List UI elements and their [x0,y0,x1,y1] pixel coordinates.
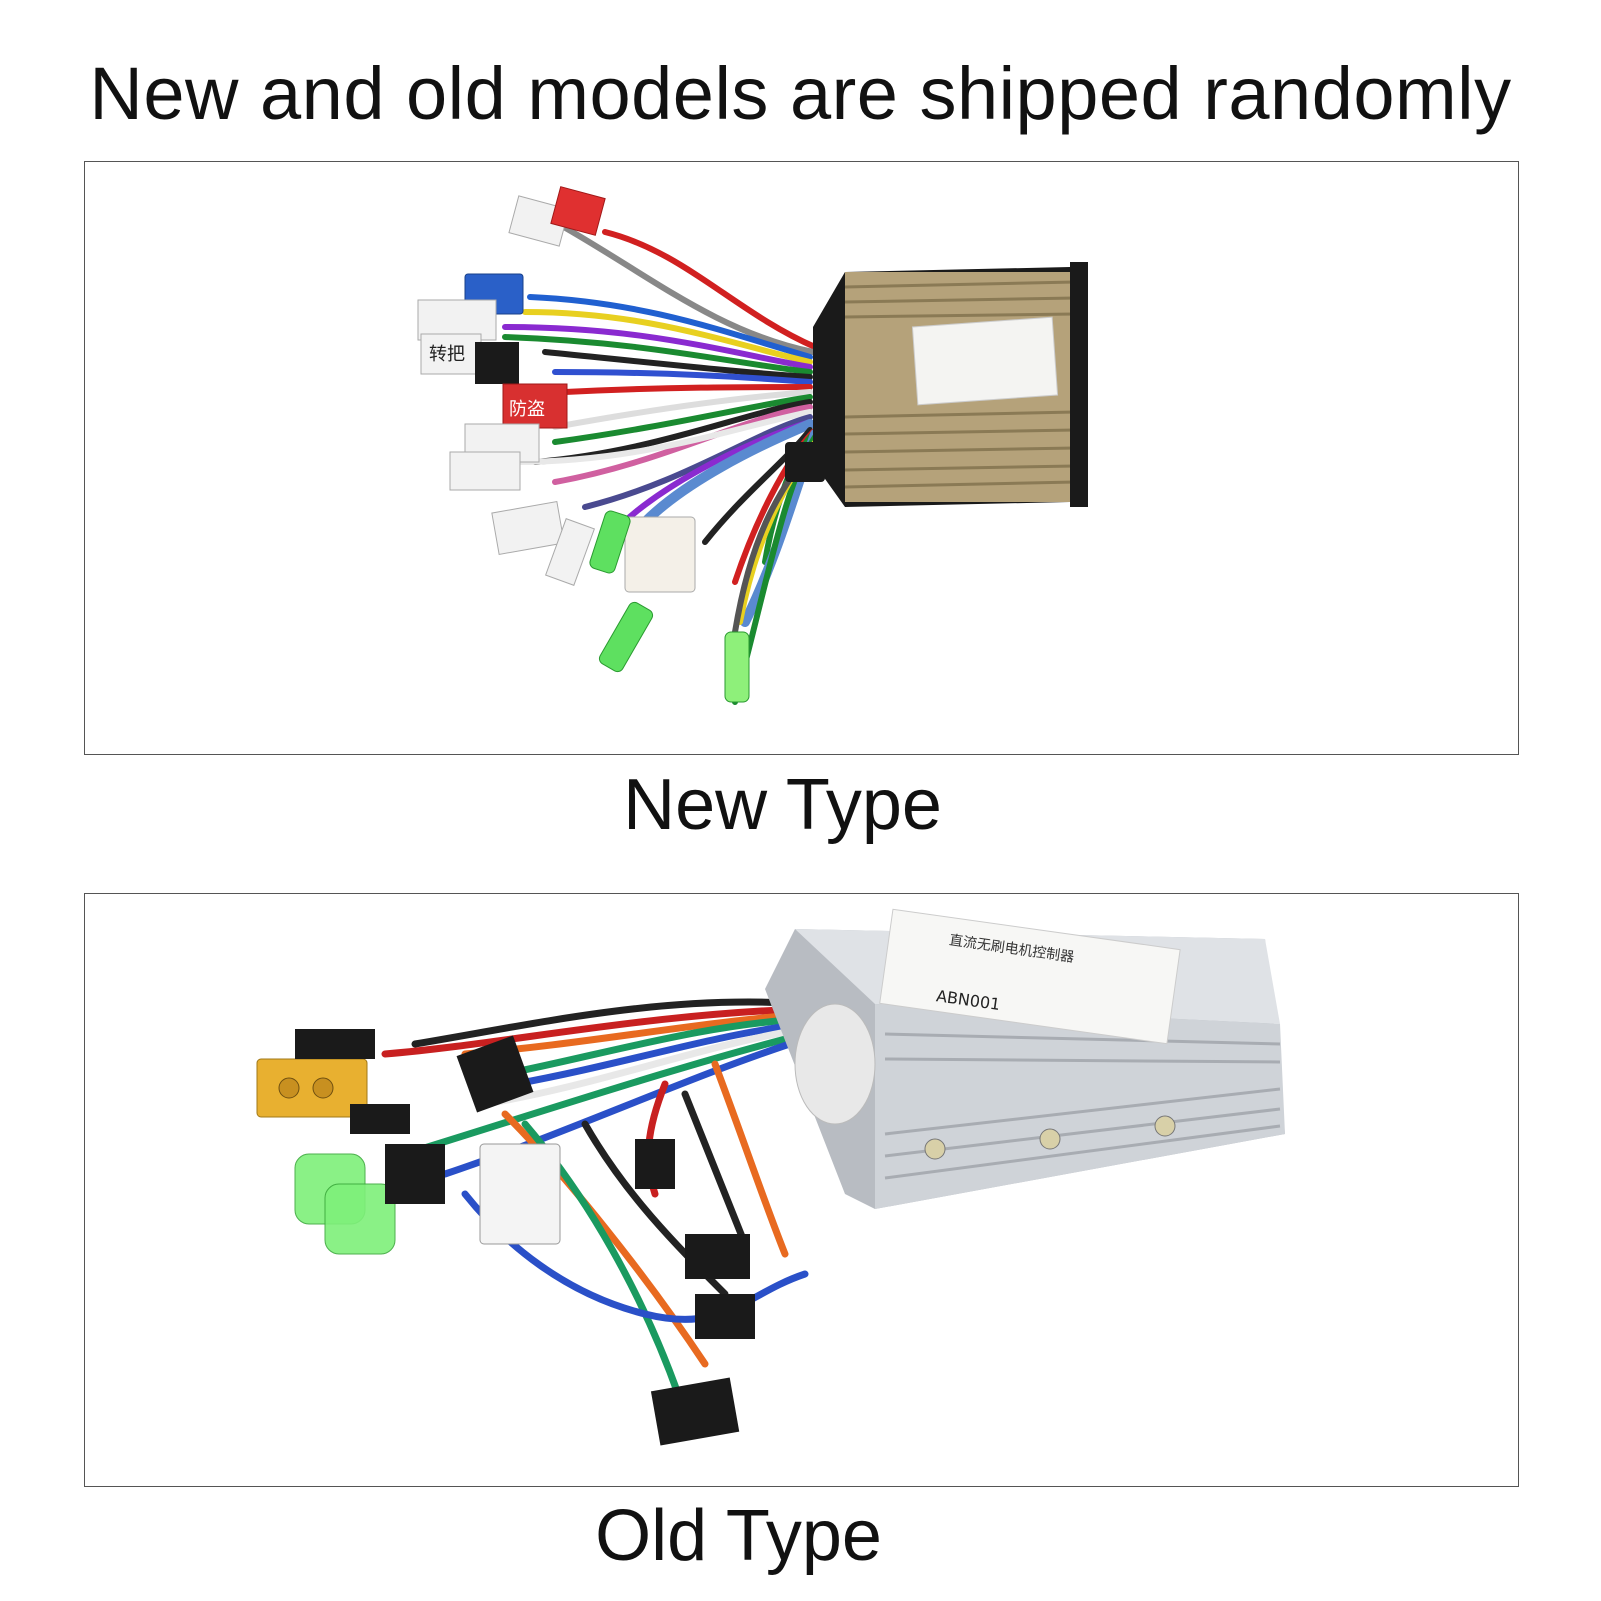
connector-white [545,518,595,586]
headline: New and old models are shipped randomly [89,52,1512,135]
connector-black [695,1294,755,1339]
connector-text-throttle: 转把 [429,344,465,365]
connector-white [491,501,565,555]
connector-black [635,1139,675,1189]
old-type-photo-panel: 直流无刷电机控制器 ABN001 [84,893,1519,1487]
old-type-connectors [256,1029,755,1446]
spec-label [879,908,1181,1045]
new-type-controller-image: 转把 防盗 [417,186,1088,705]
connector-label-throttle [420,333,482,375]
old-type-controller-image: 直流无刷电机控制器 ABN001 [256,908,1285,1446]
connector-black [295,1029,375,1059]
connector-text-antitheft: 防盗 [509,399,545,420]
connector-red [550,186,606,236]
connector-white [449,451,521,491]
old-type-caption: Old Type [595,1496,882,1576]
connector-six-pin [624,516,696,593]
green-cap [724,631,750,703]
connector-white [417,299,497,341]
connector-black [456,1035,534,1113]
new-type-caption: New Type [623,765,942,845]
connector-black [475,342,519,384]
green-cap [598,601,654,673]
old-type-controller-housing: 直流无刷电机控制器 ABN001 [765,908,1285,1209]
connector-black [685,1234,750,1279]
connector-white [508,195,570,247]
new-type-controller-housing [785,262,1088,507]
green-cap [589,510,631,574]
new-type-photo-panel: 转把 防盗 [84,161,1519,755]
connector-black [350,1104,410,1134]
connector-six-pin [479,1143,561,1245]
mounting-tab [785,442,825,482]
green-cap [324,1183,396,1255]
old-type-wire-harness [381,998,809,1418]
connector-black [650,1377,740,1446]
new-type-wire-harness [502,219,821,705]
connector-black [385,1144,445,1204]
new-type-connectors: 转把 防盗 [417,186,750,703]
spec-label [911,316,1059,406]
